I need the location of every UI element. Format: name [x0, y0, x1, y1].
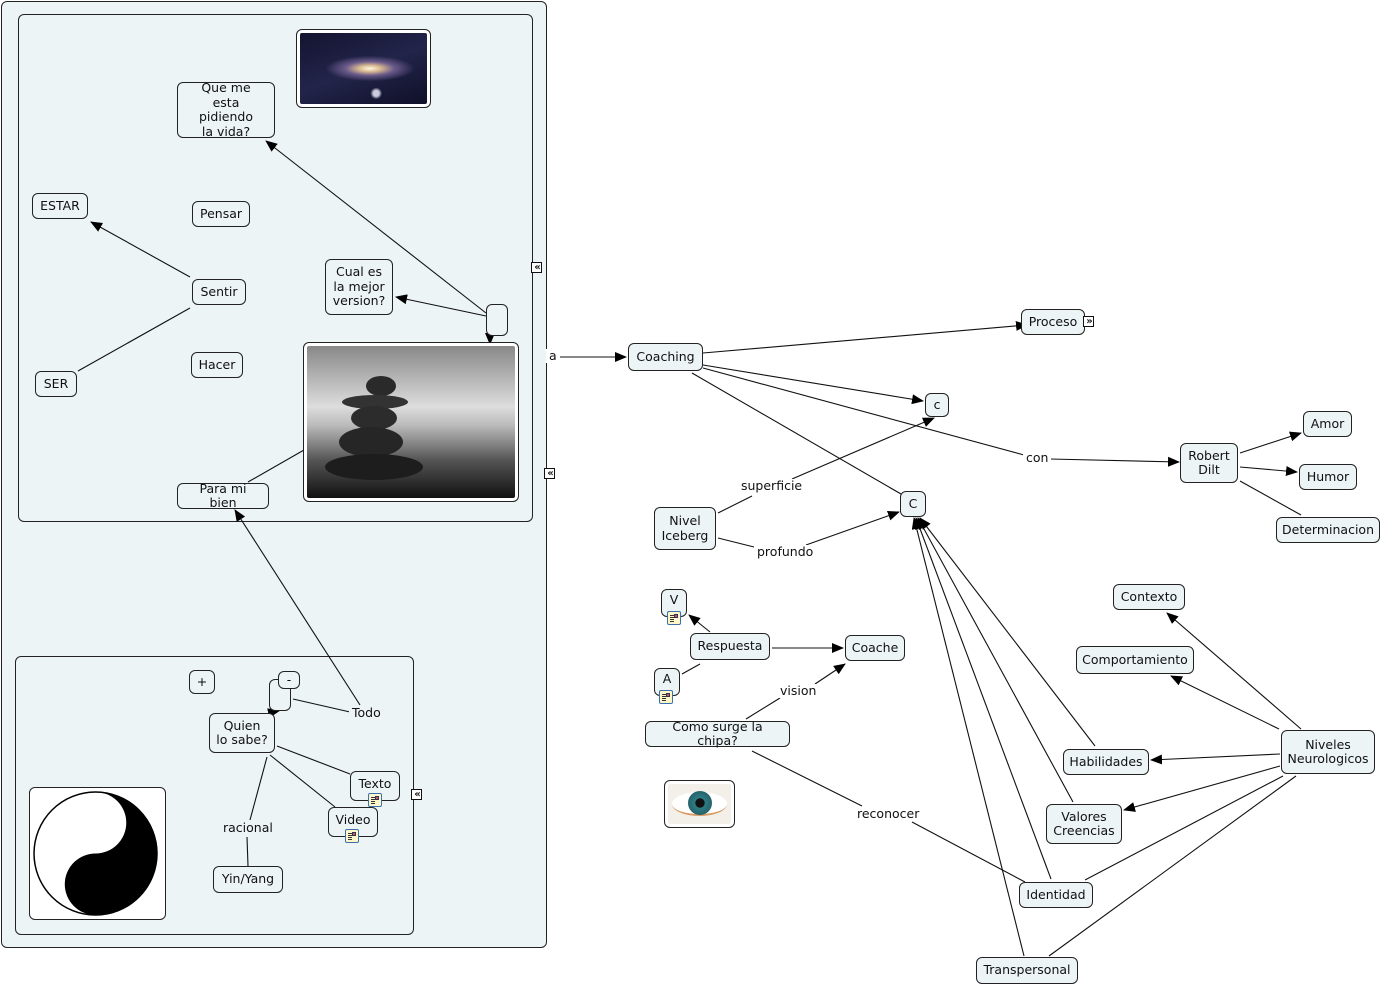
yin-yang-image [29, 787, 166, 920]
node-transpersonal[interactable]: Transpersonal [976, 957, 1078, 984]
node-contexto[interactable]: Contexto [1113, 584, 1185, 610]
link-profundo-to-C [805, 510, 900, 546]
node-determinacion[interactable]: Determinacion [1276, 517, 1380, 543]
node-empty-top[interactable] [486, 304, 508, 336]
node-identidad[interactable]: Identidad [1019, 882, 1093, 908]
node-para-mi-bien[interactable]: Para mi bien [177, 481, 269, 510]
link-robert-to-amor [1239, 431, 1302, 454]
link-coaching-to-c [702, 364, 924, 405]
node-estar[interactable]: ESTAR [32, 193, 88, 219]
node-respuesta[interactable]: Respuesta [690, 633, 770, 660]
link-label-todo: Todo [349, 706, 384, 720]
link-coaching-to-con [702, 367, 1025, 456]
resource-attachment-icon[interactable] [659, 690, 673, 704]
node-niveles-neurologicos[interactable]: Niveles Neurologicos [1281, 730, 1375, 774]
node-nivel-iceberg[interactable]: Nivel Iceberg [654, 507, 716, 550]
link-transpersonal-to-C [911, 517, 1025, 957]
node-minus[interactable]: - [278, 671, 300, 689]
node-coaching[interactable]: Coaching [628, 343, 703, 371]
link-niveles-to-transpersonal [1048, 775, 1297, 957]
node-video[interactable]: Video [328, 807, 378, 837]
node-sentir[interactable]: Sentir [192, 279, 246, 305]
expand-icon[interactable]: » [1083, 316, 1094, 327]
node-cual-es-la-mejor-version[interactable]: Cual es la mejor version? [325, 259, 393, 315]
node-c-small[interactable]: c [925, 393, 949, 417]
link-label-con: con [1023, 451, 1052, 465]
balanced-stones-image [303, 342, 519, 502]
node-quien-lo-sabe[interactable]: Quien lo sabe? [209, 713, 275, 753]
link-iceberg-to-superficie [717, 495, 753, 514]
link-coaching-to-C [691, 372, 902, 495]
link-como-to-reconocer [751, 750, 863, 807]
link-label-reconocer: reconocer [854, 807, 923, 821]
link-respuesta-to-a [681, 663, 701, 675]
node-habilidades[interactable]: Habilidades [1063, 749, 1149, 775]
resource-attachment-icon[interactable] [368, 793, 382, 807]
link-coaching-to-proceso [702, 320, 1028, 354]
eye-image [664, 780, 735, 828]
link-label-superficie: superficie [738, 479, 806, 493]
link-identidad-to-C [915, 517, 1052, 880]
link-label-vision: vision [777, 684, 820, 698]
node-ser[interactable]: SER [35, 371, 77, 397]
resource-attachment-icon[interactable] [345, 829, 359, 843]
node-pensar[interactable]: Pensar [192, 201, 250, 227]
link-robert-to-determinacion [1239, 480, 1302, 516]
node-que-me-esta-pidiendo-la-vida[interactable]: Que me esta pidiendo la vida? [177, 80, 275, 138]
collapse-icon[interactable]: « [531, 262, 542, 273]
link-reconocer-to-identidad [911, 821, 1026, 883]
link-robert-to-humor [1239, 466, 1298, 477]
node-comportamiento[interactable]: Comportamiento [1076, 646, 1194, 674]
link-habilidades-to-C [919, 517, 1096, 747]
node-robert-dilt[interactable]: Robert Dilt [1180, 443, 1238, 483]
node-hacer[interactable]: Hacer [191, 352, 243, 378]
node-c-big[interactable]: C [900, 491, 926, 517]
link-label-a: a [546, 349, 560, 363]
link-niveles-to-comportamiento [1170, 675, 1280, 730]
node-coache[interactable]: Coache [845, 635, 905, 661]
node-como-surge-la-chipa[interactable]: Como surge la chipa? [645, 719, 790, 748]
galaxy-image [296, 29, 431, 108]
yin-yang-icon [33, 791, 162, 916]
node-yin-yang[interactable]: Yin/Yang [213, 866, 283, 893]
link-superficie-to-c [791, 417, 935, 480]
node-plus[interactable]: + [189, 670, 215, 694]
node-valores-creencias[interactable]: Valores Creencias [1046, 804, 1122, 844]
node-humor[interactable]: Humor [1299, 464, 1357, 490]
link-label-profundo: profundo [754, 545, 817, 559]
link-valores-to-C [917, 517, 1074, 803]
collapse-icon[interactable]: « [411, 789, 422, 800]
link-iceberg-to-profundo [717, 537, 755, 548]
link-vision-to-coache [814, 663, 846, 685]
link-label-racional: racional [220, 821, 276, 835]
link-niveles-to-habilidades [1150, 753, 1281, 765]
node-amor[interactable]: Amor [1303, 411, 1352, 437]
link-como-to-vision [745, 697, 781, 720]
link-respuesta-to-v [688, 614, 711, 633]
resource-attachment-icon[interactable] [667, 611, 681, 625]
link-con-to-robert [1049, 456, 1180, 467]
node-proceso[interactable]: Proceso [1021, 309, 1085, 335]
collapse-icon[interactable]: « [544, 468, 555, 479]
